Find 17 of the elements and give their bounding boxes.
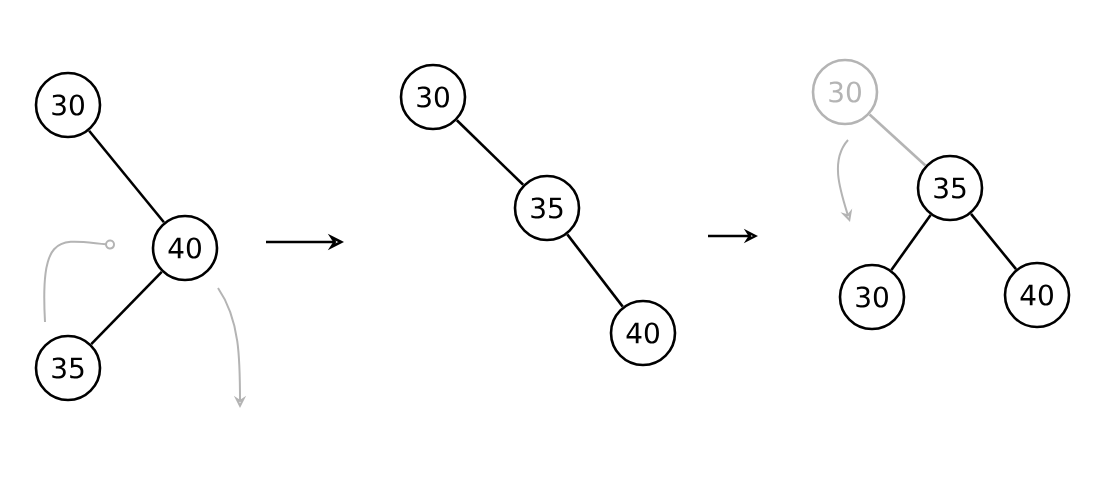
tree-edge — [566, 233, 624, 308]
tree-node: 40 — [609, 299, 677, 367]
tree-node: 35 — [916, 154, 984, 222]
tree-node: 40 — [1003, 261, 1071, 329]
tree-edge — [970, 213, 1017, 270]
tree-node: 30 — [811, 58, 879, 126]
tree-node: 35 — [513, 174, 581, 242]
tree-node: 30 — [838, 263, 906, 331]
tree-edge — [90, 270, 163, 346]
tree-edge — [455, 119, 525, 186]
tree-node: 30 — [399, 63, 467, 131]
tree-node: 40 — [151, 214, 219, 282]
tree-edge — [88, 129, 165, 224]
tree-edge — [868, 113, 927, 167]
tree-node: 30 — [34, 71, 102, 139]
tree-edge — [890, 214, 932, 271]
tree-node: 35 — [34, 334, 102, 402]
